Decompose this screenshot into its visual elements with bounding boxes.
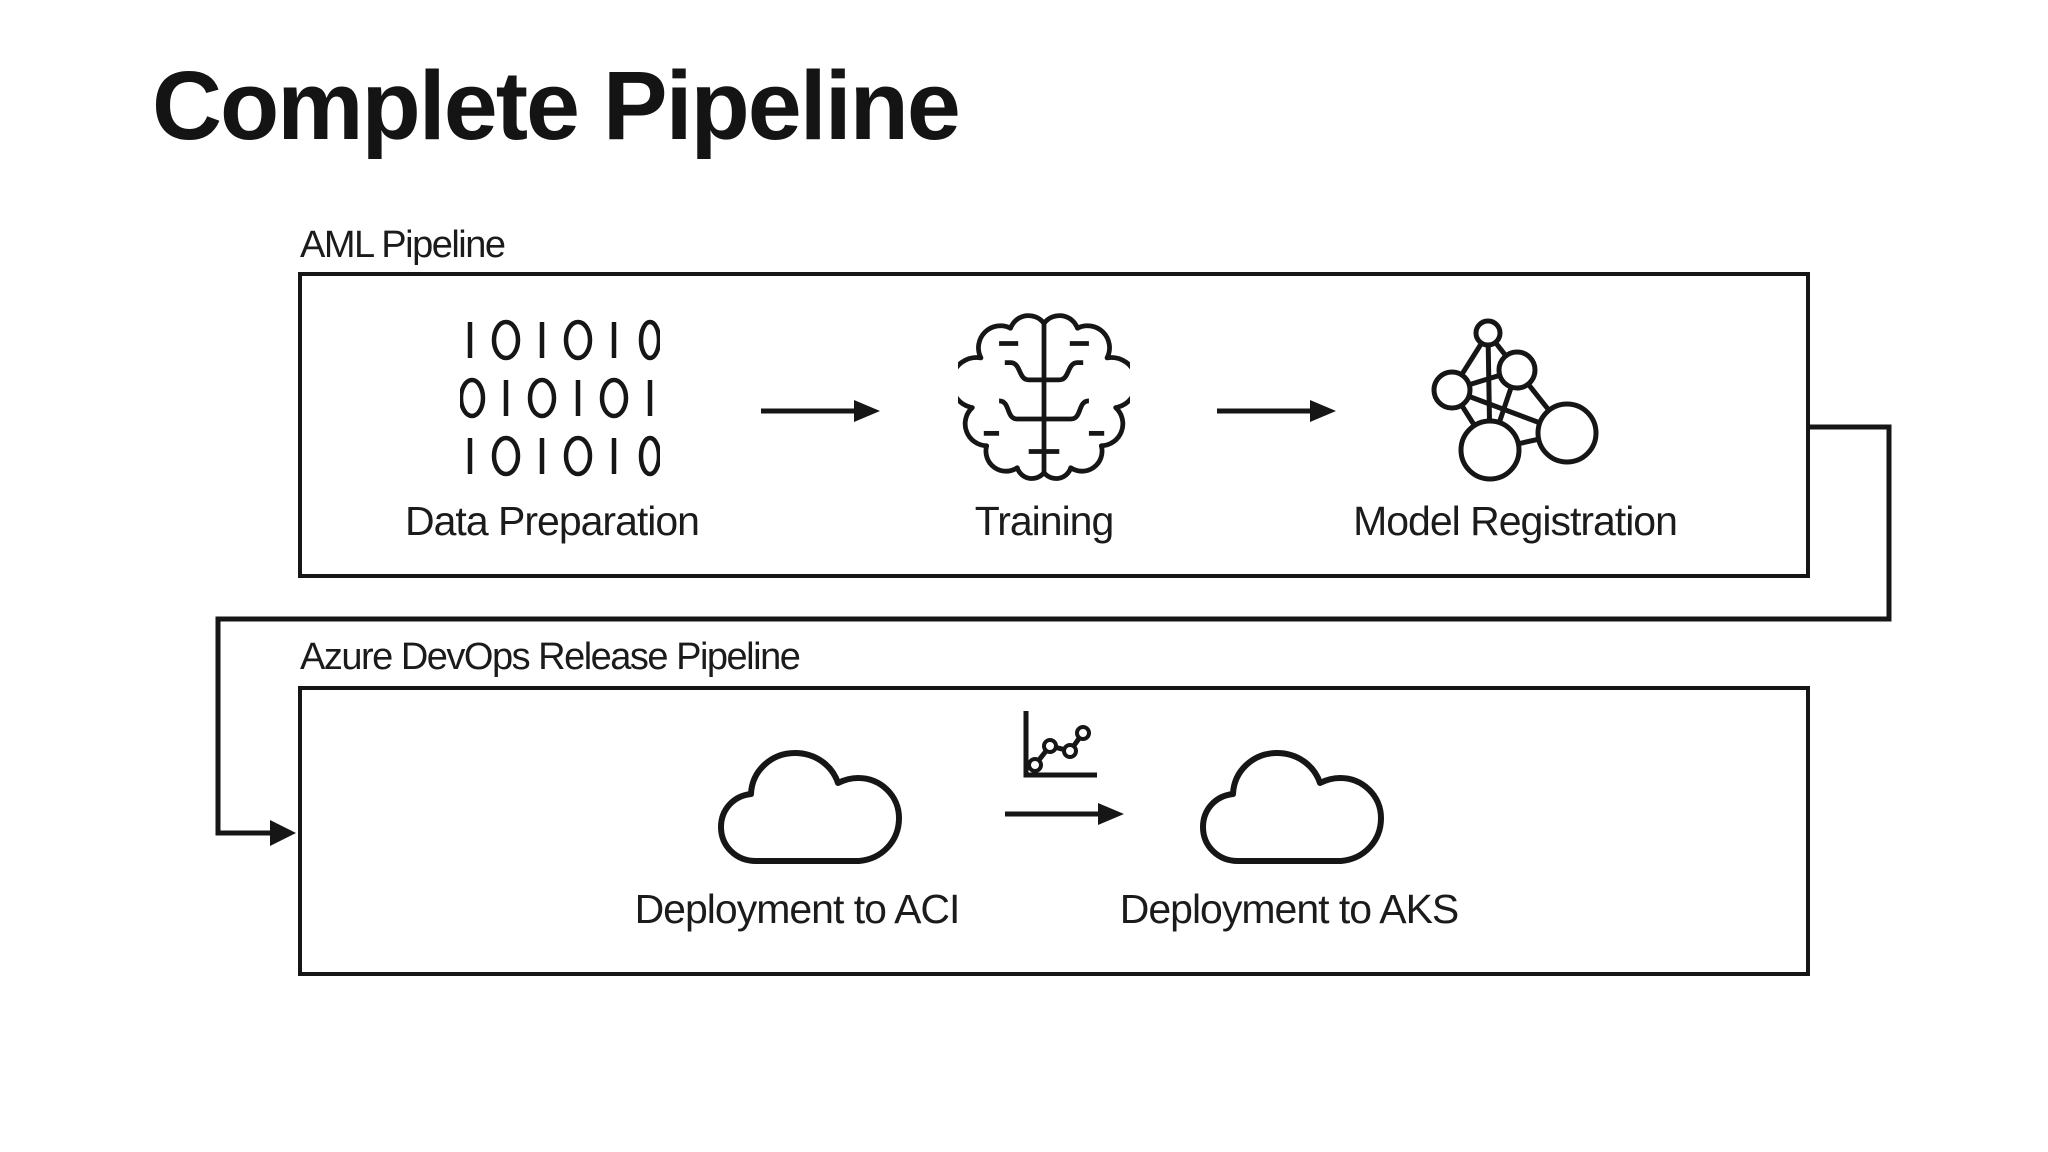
- station-label-data-preparation: Data Preparation: [405, 498, 700, 544]
- brain-icon: [958, 313, 1130, 481]
- station-label-deployment-aci: Deployment to ACI: [634, 886, 961, 932]
- station-label-model-registration: Model Registration: [1353, 498, 1678, 544]
- page-title: Complete Pipeline: [152, 51, 961, 160]
- cloud-icon: [718, 750, 902, 864]
- station-label-deployment-aks: Deployment to AKS: [1119, 886, 1460, 932]
- cloud-icon: [1200, 750, 1384, 864]
- flow-arrow-icon: [1217, 400, 1336, 422]
- devops-pipeline-label: Azure DevOps Release Pipeline: [300, 636, 801, 678]
- binary-data-icon: [460, 319, 660, 477]
- line-chart-icon: [1023, 711, 1097, 778]
- neural-network-icon: [1431, 318, 1599, 482]
- flow-arrow-icon: [761, 400, 880, 422]
- flow-arrow-icon: [1005, 803, 1124, 825]
- aml-pipeline-label: AML Pipeline: [300, 224, 506, 266]
